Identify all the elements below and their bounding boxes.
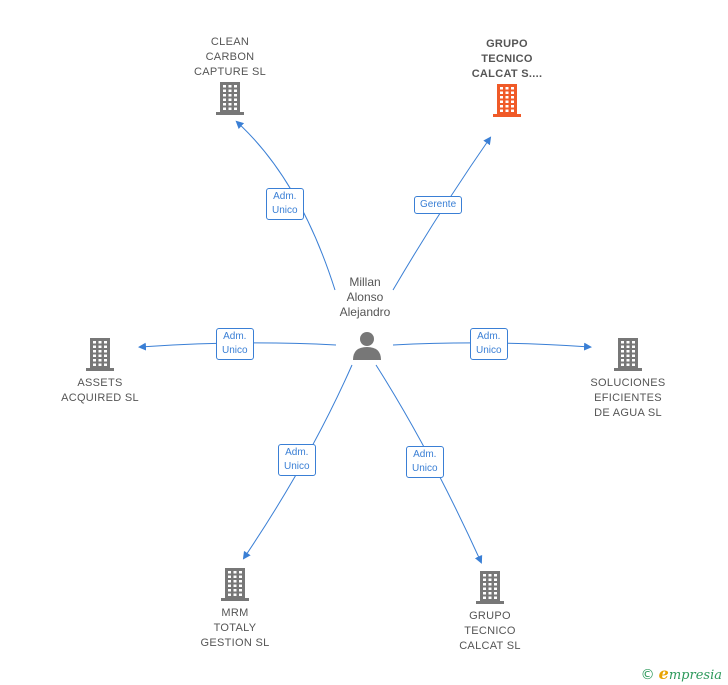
company-label: ASSETS ACQUIRED SL xyxy=(61,377,139,404)
building-icon xyxy=(86,338,114,371)
company-clean-carbon[interactable]: CLEAN CARBON CAPTURE SL xyxy=(180,35,280,116)
role-label[interactable]: Adm. Unico xyxy=(470,328,508,360)
role-label[interactable]: Adm. Unico xyxy=(216,328,254,360)
company-label: GRUPO TECNICO CALCAT S.... xyxy=(471,38,543,80)
edge-grupo-tecnico-top xyxy=(392,136,492,291)
brand-text: mpresia xyxy=(668,668,722,683)
company-label: MRM TOTALY GESTION SL xyxy=(200,607,270,649)
person-name: Millan Alonso Alejandro xyxy=(339,275,391,319)
brand-logo: ©empresia xyxy=(641,664,722,683)
company-grupo-tecnico-bottom[interactable]: GRUPO TECNICO CALCAT SL xyxy=(440,569,540,654)
copyright-symbol: © xyxy=(640,667,655,683)
brand-letter: e xyxy=(658,664,669,683)
building-icon xyxy=(476,571,504,604)
company-grupo-tecnico-top[interactable]: GRUPO TECNICO CALCAT S.... xyxy=(457,37,557,118)
company-label: CLEAN CARBON CAPTURE SL xyxy=(193,36,267,78)
company-label: GRUPO TECNICO CALCAT SL xyxy=(459,610,521,652)
building-icon xyxy=(221,568,249,601)
company-mrm[interactable]: MRM TOTALY GESTION SL xyxy=(185,566,285,651)
building-icon xyxy=(493,84,521,117)
role-label[interactable]: Adm. Unico xyxy=(278,444,316,476)
building-icon xyxy=(614,338,642,371)
company-label: SOLUCIONES EFICIENTES DE AGUA SL xyxy=(590,377,666,419)
person-icon[interactable] xyxy=(352,330,382,360)
building-icon xyxy=(216,82,244,115)
company-soluciones[interactable]: SOLUCIONES EFICIENTES DE AGUA SL xyxy=(578,336,678,421)
role-label[interactable]: Gerente xyxy=(414,196,463,214)
role-label[interactable]: Adm. Unico xyxy=(406,446,444,478)
company-assets[interactable]: ASSETS ACQUIRED SL xyxy=(50,336,150,406)
role-label[interactable]: Adm. Unico xyxy=(266,188,304,220)
